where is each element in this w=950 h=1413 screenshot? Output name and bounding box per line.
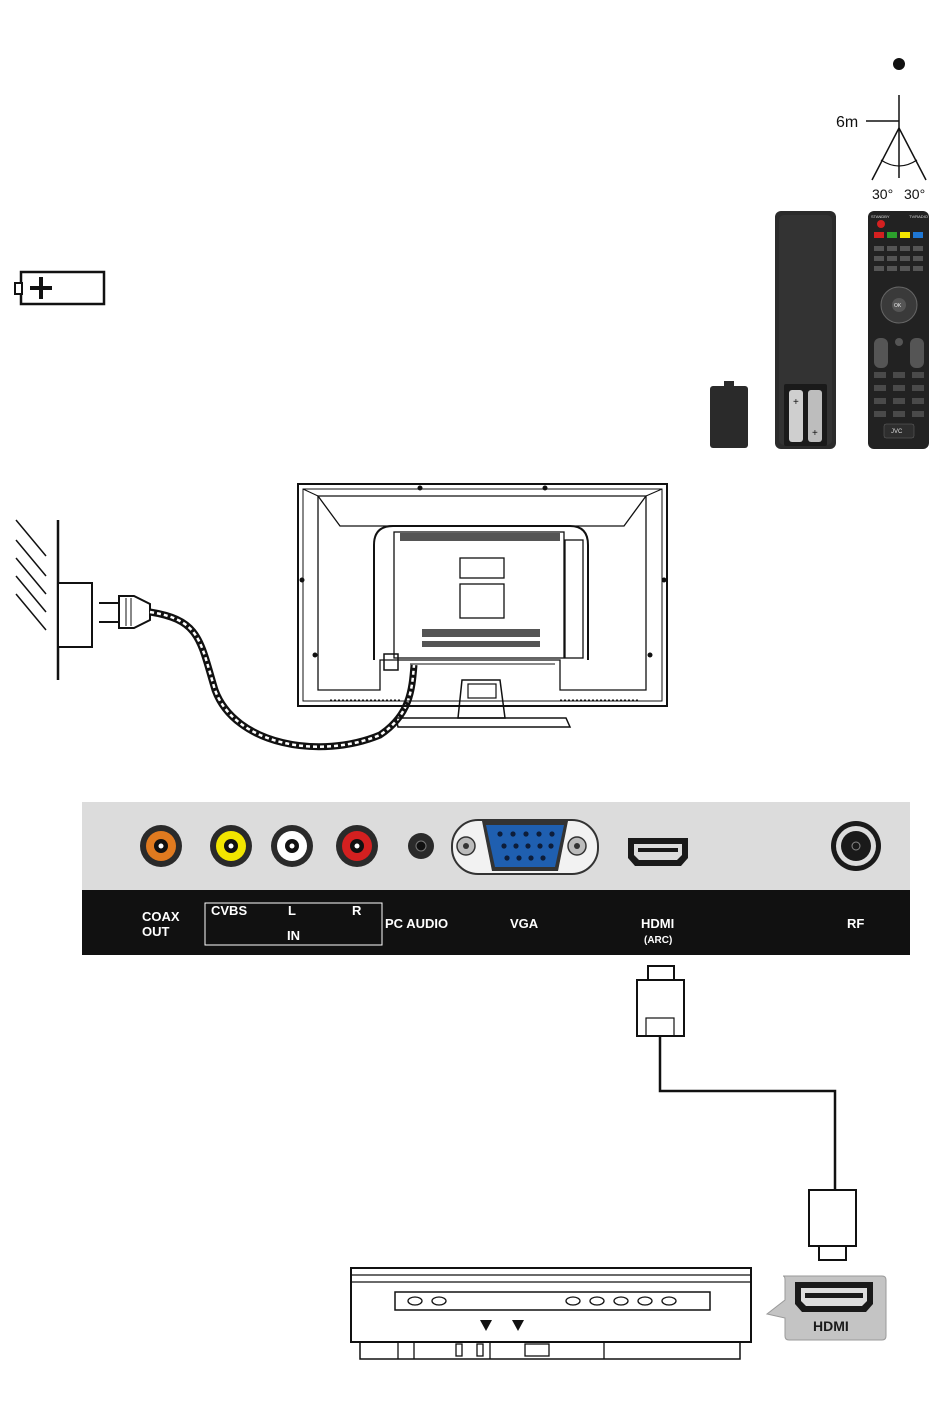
- svg-text:+: +: [812, 428, 818, 439]
- label-in: IN: [287, 928, 300, 943]
- blue-key: [913, 232, 923, 238]
- remote-brand: JVC: [891, 429, 903, 435]
- label-hdmi: HDMI: [641, 916, 674, 931]
- power-plug-icon: [99, 596, 150, 628]
- green-key: [887, 232, 897, 238]
- coax-out-jack: [140, 825, 182, 867]
- cvbs-jack: [210, 825, 252, 867]
- hdmi-port: [628, 838, 688, 866]
- label-rf: RF: [847, 916, 864, 931]
- label-left: L: [288, 903, 296, 918]
- audio-right-jack: [336, 825, 378, 867]
- range-distance-label: 6m: [836, 114, 858, 131]
- rf-port: [831, 821, 881, 871]
- label-pc-audio: PC AUDIO: [385, 916, 448, 931]
- tv-rear-view: [298, 484, 667, 727]
- yellow-key: [900, 232, 910, 238]
- wall-socket: [16, 520, 92, 680]
- battery-cell: [710, 381, 748, 448]
- audio-left-jack: [271, 825, 313, 867]
- label-cvbs: CVBS: [211, 903, 247, 918]
- pc-audio-jack: [408, 833, 434, 859]
- svg-text:+: +: [793, 397, 799, 408]
- range-angle-left: 30°: [872, 186, 893, 202]
- label-hdmi-arc: (ARC): [644, 935, 672, 946]
- label-vga: VGA: [510, 916, 539, 931]
- red-key: [874, 232, 884, 238]
- battery-icon: [15, 272, 104, 304]
- connector-panel: COAX OUT CVBS L R IN PC AUDIO VGA HDMI (…: [82, 802, 910, 955]
- hdmi-cable: [637, 966, 856, 1260]
- remote-tvradio-label: TV/RADIO: [909, 214, 928, 219]
- remote-front-image: STANDBY TV/RADIO OK JVC: [868, 211, 929, 449]
- device-hdmi-label: HDMI: [813, 1318, 849, 1334]
- remote-ok-label: OK: [894, 303, 902, 309]
- remote-range-indicator: 6m 30° 30°: [836, 58, 926, 202]
- vga-port: [452, 820, 598, 874]
- range-angle-right: 30°: [904, 186, 925, 202]
- remote-back-image: + +: [775, 211, 836, 449]
- remote-standby-label: STANDBY: [871, 214, 890, 219]
- device-hdmi-callout: HDMI: [767, 1276, 886, 1340]
- external-device: [351, 1268, 751, 1359]
- power-key: [877, 220, 885, 228]
- label-coax-out: OUT: [142, 924, 170, 939]
- label-right: R: [352, 903, 362, 918]
- sensor-dot: [893, 58, 905, 70]
- label-coax: COAX: [142, 909, 180, 924]
